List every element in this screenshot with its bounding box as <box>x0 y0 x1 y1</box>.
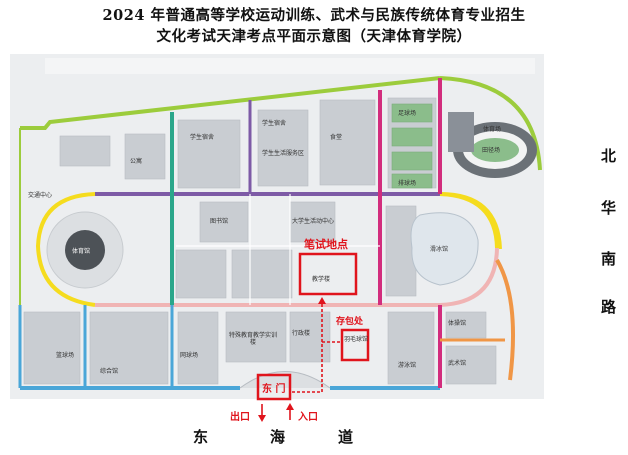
yellow-road <box>35 192 96 307</box>
label-badminton: 羽毛球馆 <box>344 336 369 343</box>
label-comprehensive: 综合馆 <box>100 368 119 375</box>
gym-dome <box>65 230 105 270</box>
east-road-char-1: 北 <box>601 147 617 165</box>
label-ice-rink: 滑冰馆 <box>430 246 449 253</box>
map-title-line-2: 文化考试天津考点平面示意图（天津体育学院） <box>156 28 472 45</box>
south-road-char-1: 东 <box>193 428 209 446</box>
map-title-line-1: 2024 年普通高等学校运动训练、武术与民族传统体育专业招生 <box>102 7 526 24</box>
label-swimming: 游泳馆 <box>398 362 417 369</box>
exit-label: 出口 <box>230 412 250 423</box>
east-road-char-3: 南 <box>601 250 617 268</box>
east-road-char-2: 华 <box>601 199 617 217</box>
south-road-char-2: 海 <box>270 428 286 446</box>
label-dorm-1: 学生宿舍 <box>190 134 215 141</box>
label-special-ed: 特殊教育教学实训楼 <box>228 332 277 346</box>
east-road-char-4: 路 <box>601 298 617 316</box>
route-line <box>292 341 342 393</box>
label-dorm-2: 学生宿舍 <box>262 120 287 127</box>
label-canteen: 食堂 <box>330 134 343 141</box>
label-gymnastics: 体操馆 <box>448 320 467 327</box>
exit-arrow-icon <box>258 415 266 422</box>
label-track-field: 田径场 <box>482 147 501 154</box>
east-gate-box <box>256 373 292 401</box>
entrance-label: 入口 <box>298 412 318 423</box>
label-bus-station: 交通中心 <box>28 192 53 199</box>
storage-label: 存包处 <box>336 317 364 327</box>
south-road-char-3: 道 <box>338 428 354 446</box>
label-wushu: 武术馆 <box>448 360 467 367</box>
exam-site-label: 笔试地点 <box>304 238 348 251</box>
label-basketball: 篮球场 <box>56 352 75 359</box>
label-volleyball: 排球场 <box>398 180 417 187</box>
label-library: 图书馆 <box>210 218 229 225</box>
label-stadium: 体育场 <box>483 126 502 133</box>
east-gate-label: 东 门 <box>262 384 286 395</box>
exam-site-box <box>298 252 358 296</box>
label-apartments: 公寓 <box>130 158 143 165</box>
label-student-center: 学生生活服务区 <box>261 150 304 157</box>
pink-road <box>95 247 499 307</box>
entrance-arrow-icon <box>286 403 294 410</box>
sports-fields <box>391 103 433 189</box>
label-tennis: 网球场 <box>180 352 199 359</box>
ice-rink-area <box>410 212 479 286</box>
green-road <box>20 76 441 130</box>
label-gym: 体育馆 <box>72 248 91 255</box>
label-admin: 行政楼 <box>292 330 311 337</box>
label-student-activity: 大学生活动中心 <box>291 218 334 225</box>
label-teaching: 教学楼 <box>312 276 331 283</box>
orange-road <box>495 259 515 381</box>
label-football: 足球场 <box>398 110 417 117</box>
storage-box <box>340 328 370 362</box>
